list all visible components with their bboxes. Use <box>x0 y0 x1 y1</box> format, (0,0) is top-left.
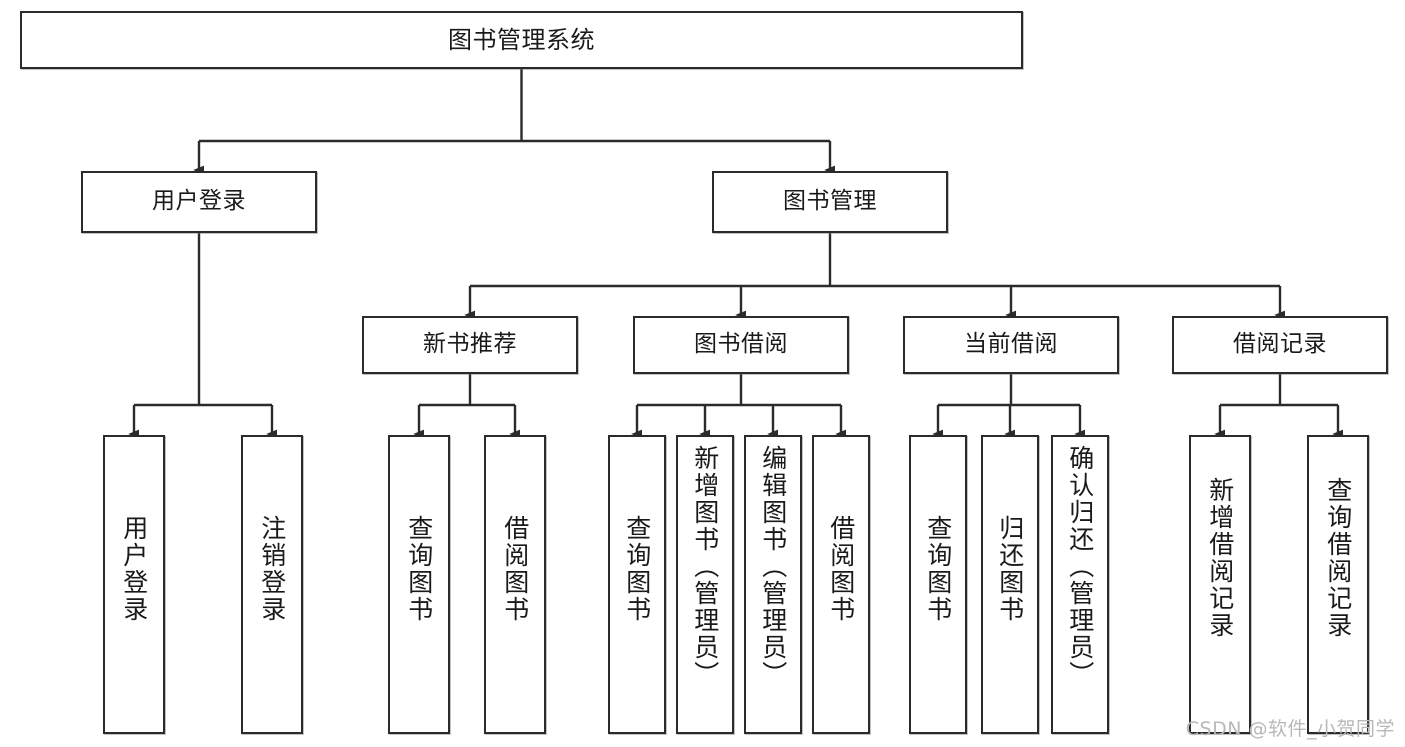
csdn-watermark: CSDN @软件_小贺同学 <box>1185 718 1395 740</box>
node-label: 借阅记录 <box>1233 331 1327 358</box>
node-bookmgmt[interactable]: 图书管理 <box>712 171 948 233</box>
node-label: 注销登录 <box>257 515 287 623</box>
node-label: 图书借阅 <box>694 331 788 358</box>
node-login[interactable]: 用户登录 <box>81 171 317 233</box>
node-leaf-query3[interactable]: 查询图书 <box>909 435 967 734</box>
node-label: 查询图书 <box>923 515 953 623</box>
node-record[interactable]: 借阅记录 <box>1172 316 1388 374</box>
node-current[interactable]: 当前借阅 <box>903 316 1119 374</box>
node-root[interactable]: 图书管理系统 <box>20 11 1023 69</box>
node-label: 确认归还（管理员） <box>1065 445 1095 688</box>
node-label: 图书管理系统 <box>448 25 595 54</box>
node-label: 查询图书 <box>404 515 434 623</box>
node-leaf-queryrec[interactable]: 查询借阅记录 <box>1307 435 1369 734</box>
node-label: 新增图书（管理员） <box>690 445 720 688</box>
node-label: 查询图书 <box>622 515 652 623</box>
node-leaf-borrow1[interactable]: 借阅图书 <box>484 435 546 734</box>
node-leaf-query1[interactable]: 查询图书 <box>388 435 450 734</box>
node-label: 借阅图书 <box>500 515 530 623</box>
node-label: 图书管理 <box>783 188 877 215</box>
node-leaf-confirm[interactable]: 确认归还（管理员） <box>1051 435 1109 734</box>
node-borrow[interactable]: 图书借阅 <box>633 316 849 374</box>
node-newbook[interactable]: 新书推荐 <box>362 316 578 374</box>
node-leaf-add[interactable]: 新增图书（管理员） <box>676 435 734 734</box>
node-leaf-borrow2[interactable]: 借阅图书 <box>812 435 870 734</box>
node-label: 当前借阅 <box>964 331 1058 358</box>
node-leaf-addrec[interactable]: 新增借阅记录 <box>1189 435 1251 734</box>
node-label: 新书推荐 <box>423 331 517 358</box>
node-label: 编辑图书（管理员） <box>758 445 788 688</box>
node-label: 借阅图书 <box>826 515 856 623</box>
node-label: 归还图书 <box>995 515 1025 623</box>
node-label: 用户登录 <box>119 515 149 623</box>
node-leaf-logout[interactable]: 注销登录 <box>241 435 303 734</box>
node-leaf-login[interactable]: 用户登录 <box>103 435 165 734</box>
node-leaf-edit[interactable]: 编辑图书（管理员） <box>744 435 802 734</box>
node-label: 新增借阅记录 <box>1205 477 1235 639</box>
node-label: 查询借阅记录 <box>1323 477 1353 639</box>
node-leaf-query2[interactable]: 查询图书 <box>608 435 666 734</box>
node-label: 用户登录 <box>152 188 246 215</box>
node-leaf-return[interactable]: 归还图书 <box>981 435 1039 734</box>
